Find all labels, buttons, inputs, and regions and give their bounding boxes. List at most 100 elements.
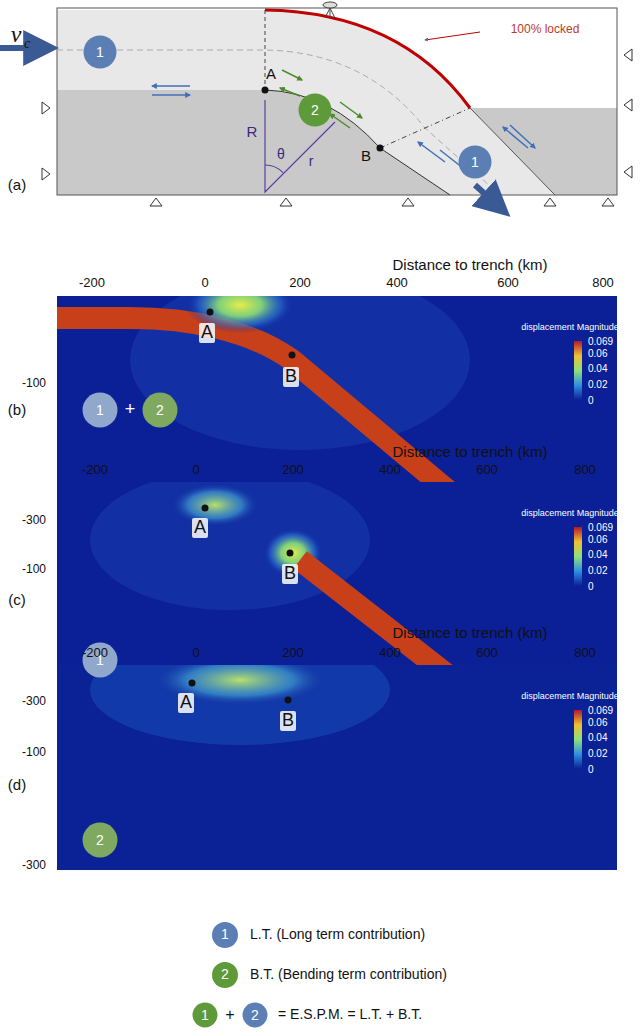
figure-label: A [178, 693, 194, 713]
figure-label: displacement Magnitude (m) [521, 692, 635, 702]
figure-label: 200 [282, 646, 304, 660]
illustration-part [170, 483, 260, 527]
illustration-part [285, 697, 292, 704]
term-number: 1 [201, 1007, 209, 1023]
figure-label: B [361, 148, 371, 165]
figure-label: 0 [201, 276, 208, 290]
circle-fill [83, 393, 118, 428]
illustration-part [57, 8, 617, 195]
figure-label: 0.06 [588, 534, 607, 545]
illustration-part [265, 10, 470, 108]
figure-label: R [247, 124, 258, 141]
illustration-part [330, 114, 350, 128]
illustration-part [624, 166, 632, 178]
figure-label: 0.02 [588, 565, 607, 576]
figure-label: (d) [8, 777, 26, 794]
illustration-part [325, 8, 335, 18]
illustration-part [202, 505, 209, 512]
term-circle: 2 [142, 392, 178, 428]
figure-label: 0 [588, 581, 594, 592]
figure-label: 400 [379, 463, 401, 477]
figure-label: displacement Magnitude (m) [521, 509, 635, 519]
figure-label: -100 [22, 377, 46, 390]
figure-label: 0.04 [588, 732, 607, 743]
circle-fill [193, 1003, 218, 1028]
illustration-part [602, 198, 614, 206]
figure-label: v [11, 21, 22, 47]
illustration-part [287, 550, 294, 557]
term-number: 2 [311, 102, 319, 118]
circle-fill [243, 1003, 268, 1028]
circle-fill [299, 94, 332, 127]
figure-label: 0.04 [588, 363, 607, 374]
figure-label: r [309, 154, 314, 169]
figure-label: 600 [497, 276, 519, 290]
figure-label: 0.04 [588, 549, 607, 560]
figure-label: (a) [8, 177, 26, 194]
term-number: 2 [96, 832, 104, 848]
illustration-part [574, 341, 582, 400]
illustration-part [207, 309, 214, 316]
figure-label: = E.S.P.M. = L.T. + B.T. [278, 1007, 422, 1022]
circle-fill [83, 823, 118, 858]
figure-label: -300 [22, 514, 46, 527]
illustration-part [402, 198, 414, 206]
figure-label: 1 [221, 927, 229, 942]
figure-label: -200 [82, 646, 108, 660]
figure-label: B [280, 711, 296, 731]
circle-fill [84, 36, 117, 69]
figure-label: -100 [22, 563, 46, 576]
figure-label: -100 [22, 746, 46, 759]
illustration-part [377, 145, 384, 152]
figure-label: 0.02 [588, 748, 607, 759]
figure-label: -200 [82, 463, 108, 477]
figure-label: 200 [282, 463, 304, 477]
figure-label: Distance to trench (km) [392, 257, 547, 274]
illustration-part [418, 142, 445, 162]
term-number: 1 [96, 44, 104, 60]
figure-label: θ [277, 147, 285, 162]
illustration-part [42, 49, 632, 206]
figure-label: 0 [588, 764, 594, 775]
illustration-part [425, 32, 480, 40]
illustration-part [152, 85, 190, 87]
term-circle: 2 [298, 93, 332, 127]
illustration-part [624, 99, 632, 111]
figure-label: -300 [22, 859, 46, 872]
illustration-part [574, 710, 582, 769]
term-circle: 2 [82, 822, 118, 858]
figure-label: 100% locked [511, 23, 580, 36]
figure-label: 2 [221, 967, 229, 982]
term-circle: 2 [242, 1002, 268, 1028]
figure-label: 800 [592, 276, 614, 290]
illustration-part [57, 493, 175, 513]
figure-label: + [125, 400, 136, 420]
illustration-part [380, 108, 470, 148]
figure-label: 0.069 [588, 522, 613, 533]
illustration-part [57, 90, 450, 195]
figure-label: 0.02 [588, 379, 607, 390]
figure-label: 400 [386, 276, 408, 290]
term-circle: 1 [458, 145, 492, 179]
illustration-part [323, 2, 337, 8]
figure-label: 400 [379, 646, 401, 660]
illustration-part [265, 90, 450, 195]
illustration-part [262, 87, 269, 94]
illustration-part [323, 2, 337, 18]
illustration-part [265, 10, 266, 90]
circle-fill [459, 146, 492, 179]
illustration-part [57, 10, 555, 195]
figure-label: (b) [8, 402, 26, 419]
figure-label: A [192, 518, 208, 538]
figure-label: + [225, 1006, 234, 1024]
illustration-part [42, 102, 50, 114]
figure-label: -200 [79, 276, 105, 290]
illustration-part [544, 198, 556, 206]
figure-label: B [282, 564, 298, 584]
figure-label: A [199, 323, 215, 343]
figure-label: Distance to trench (km) [392, 444, 547, 461]
figure-label: 0.06 [588, 717, 607, 728]
figure-label: 800 [574, 646, 596, 660]
circle-fill [143, 393, 178, 428]
figure-label: displacement Magnitude (m) [521, 323, 635, 333]
